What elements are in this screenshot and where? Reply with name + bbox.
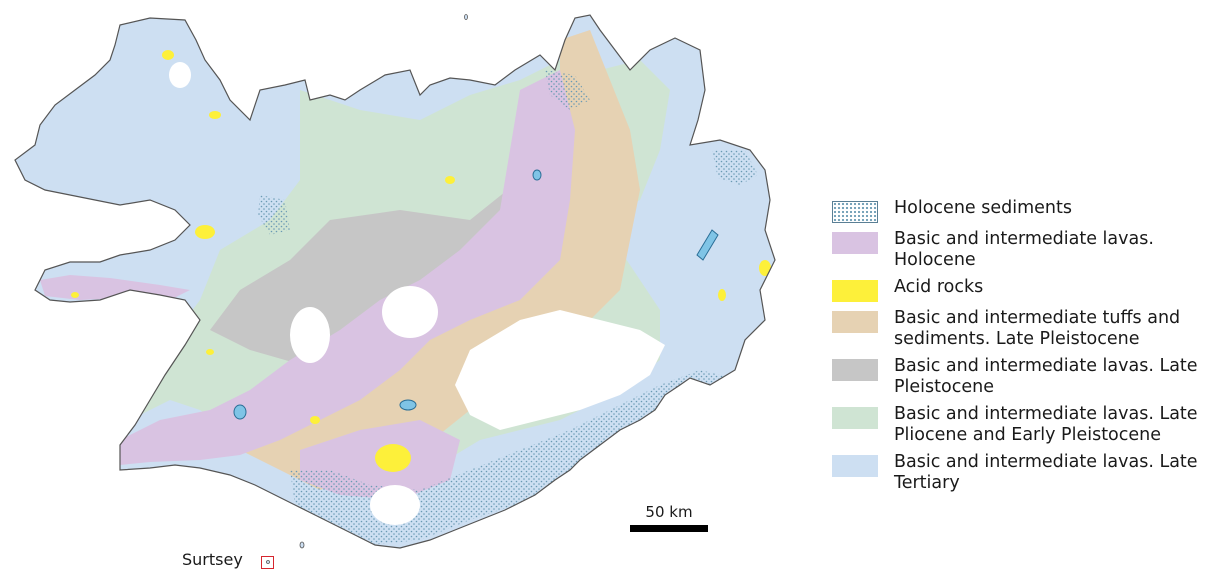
- scale-bar-line: [630, 525, 708, 532]
- legend-label: Basic and intermediate lavas. Late Plioc…: [894, 404, 1198, 445]
- island-south: [299, 541, 305, 549]
- legend-label: Basic and intermediate tuffs and sedimen…: [894, 308, 1181, 349]
- legend-label: Holocene sediments: [894, 198, 1072, 218]
- legend-swatch-holocene-lavas: [832, 232, 878, 254]
- legend-item: Acid rocks: [832, 277, 1210, 302]
- legend-swatch-holocene-sediments: [832, 201, 878, 223]
- holocene-sediments-northwest: [258, 195, 290, 235]
- scale-label: 50 km: [645, 503, 693, 521]
- legend-swatch-tuffs-sediments: [832, 311, 878, 333]
- surtsey-island: [266, 560, 270, 564]
- legend-label: Basic and intermediate lavas. Holocene: [894, 229, 1154, 270]
- scale-bar: 50 km: [630, 503, 708, 532]
- legend-label: Basic and intermediate lavas. Late Terti…: [894, 452, 1198, 493]
- legend-swatch-late-pleistocene-lavas: [832, 359, 878, 381]
- legend-item: Basic and intermediate lavas. Holocene: [832, 229, 1210, 271]
- holocene-sediments-north: [545, 70, 590, 110]
- legend-item: Basic and intermediate tuffs and sedimen…: [832, 308, 1210, 350]
- glaciers: [169, 62, 665, 525]
- holocene-lavas-region: [120, 70, 575, 465]
- surtsey-label: Surtsey: [182, 550, 243, 569]
- legend-swatch-pliocene-lavas: [832, 407, 878, 429]
- island-north: [464, 14, 468, 20]
- legend-swatch-late-tertiary: [832, 455, 878, 477]
- holocene-sediments-northeast: [712, 150, 758, 185]
- legend-label: Acid rocks: [894, 277, 984, 297]
- acid-rocks-patches: [71, 50, 771, 472]
- map-legend: Holocene sediments Basic and intermediat…: [832, 198, 1210, 500]
- legend-swatch-acid-rocks: [832, 280, 878, 302]
- legend-item: Basic and intermediate lavas. Late Terti…: [832, 452, 1210, 494]
- legend-item: Basic and intermediate lavas. Late Plioc…: [832, 404, 1210, 446]
- legend-label: Basic and intermediate lavas. Late Pleis…: [894, 356, 1198, 397]
- lakes: [233, 169, 719, 420]
- surtsey-highlight-box: [261, 556, 274, 569]
- iceland-geological-map: [14, 14, 776, 564]
- legend-item: Holocene sediments: [832, 198, 1210, 223]
- legend-item: Basic and intermediate lavas. Late Pleis…: [832, 356, 1210, 398]
